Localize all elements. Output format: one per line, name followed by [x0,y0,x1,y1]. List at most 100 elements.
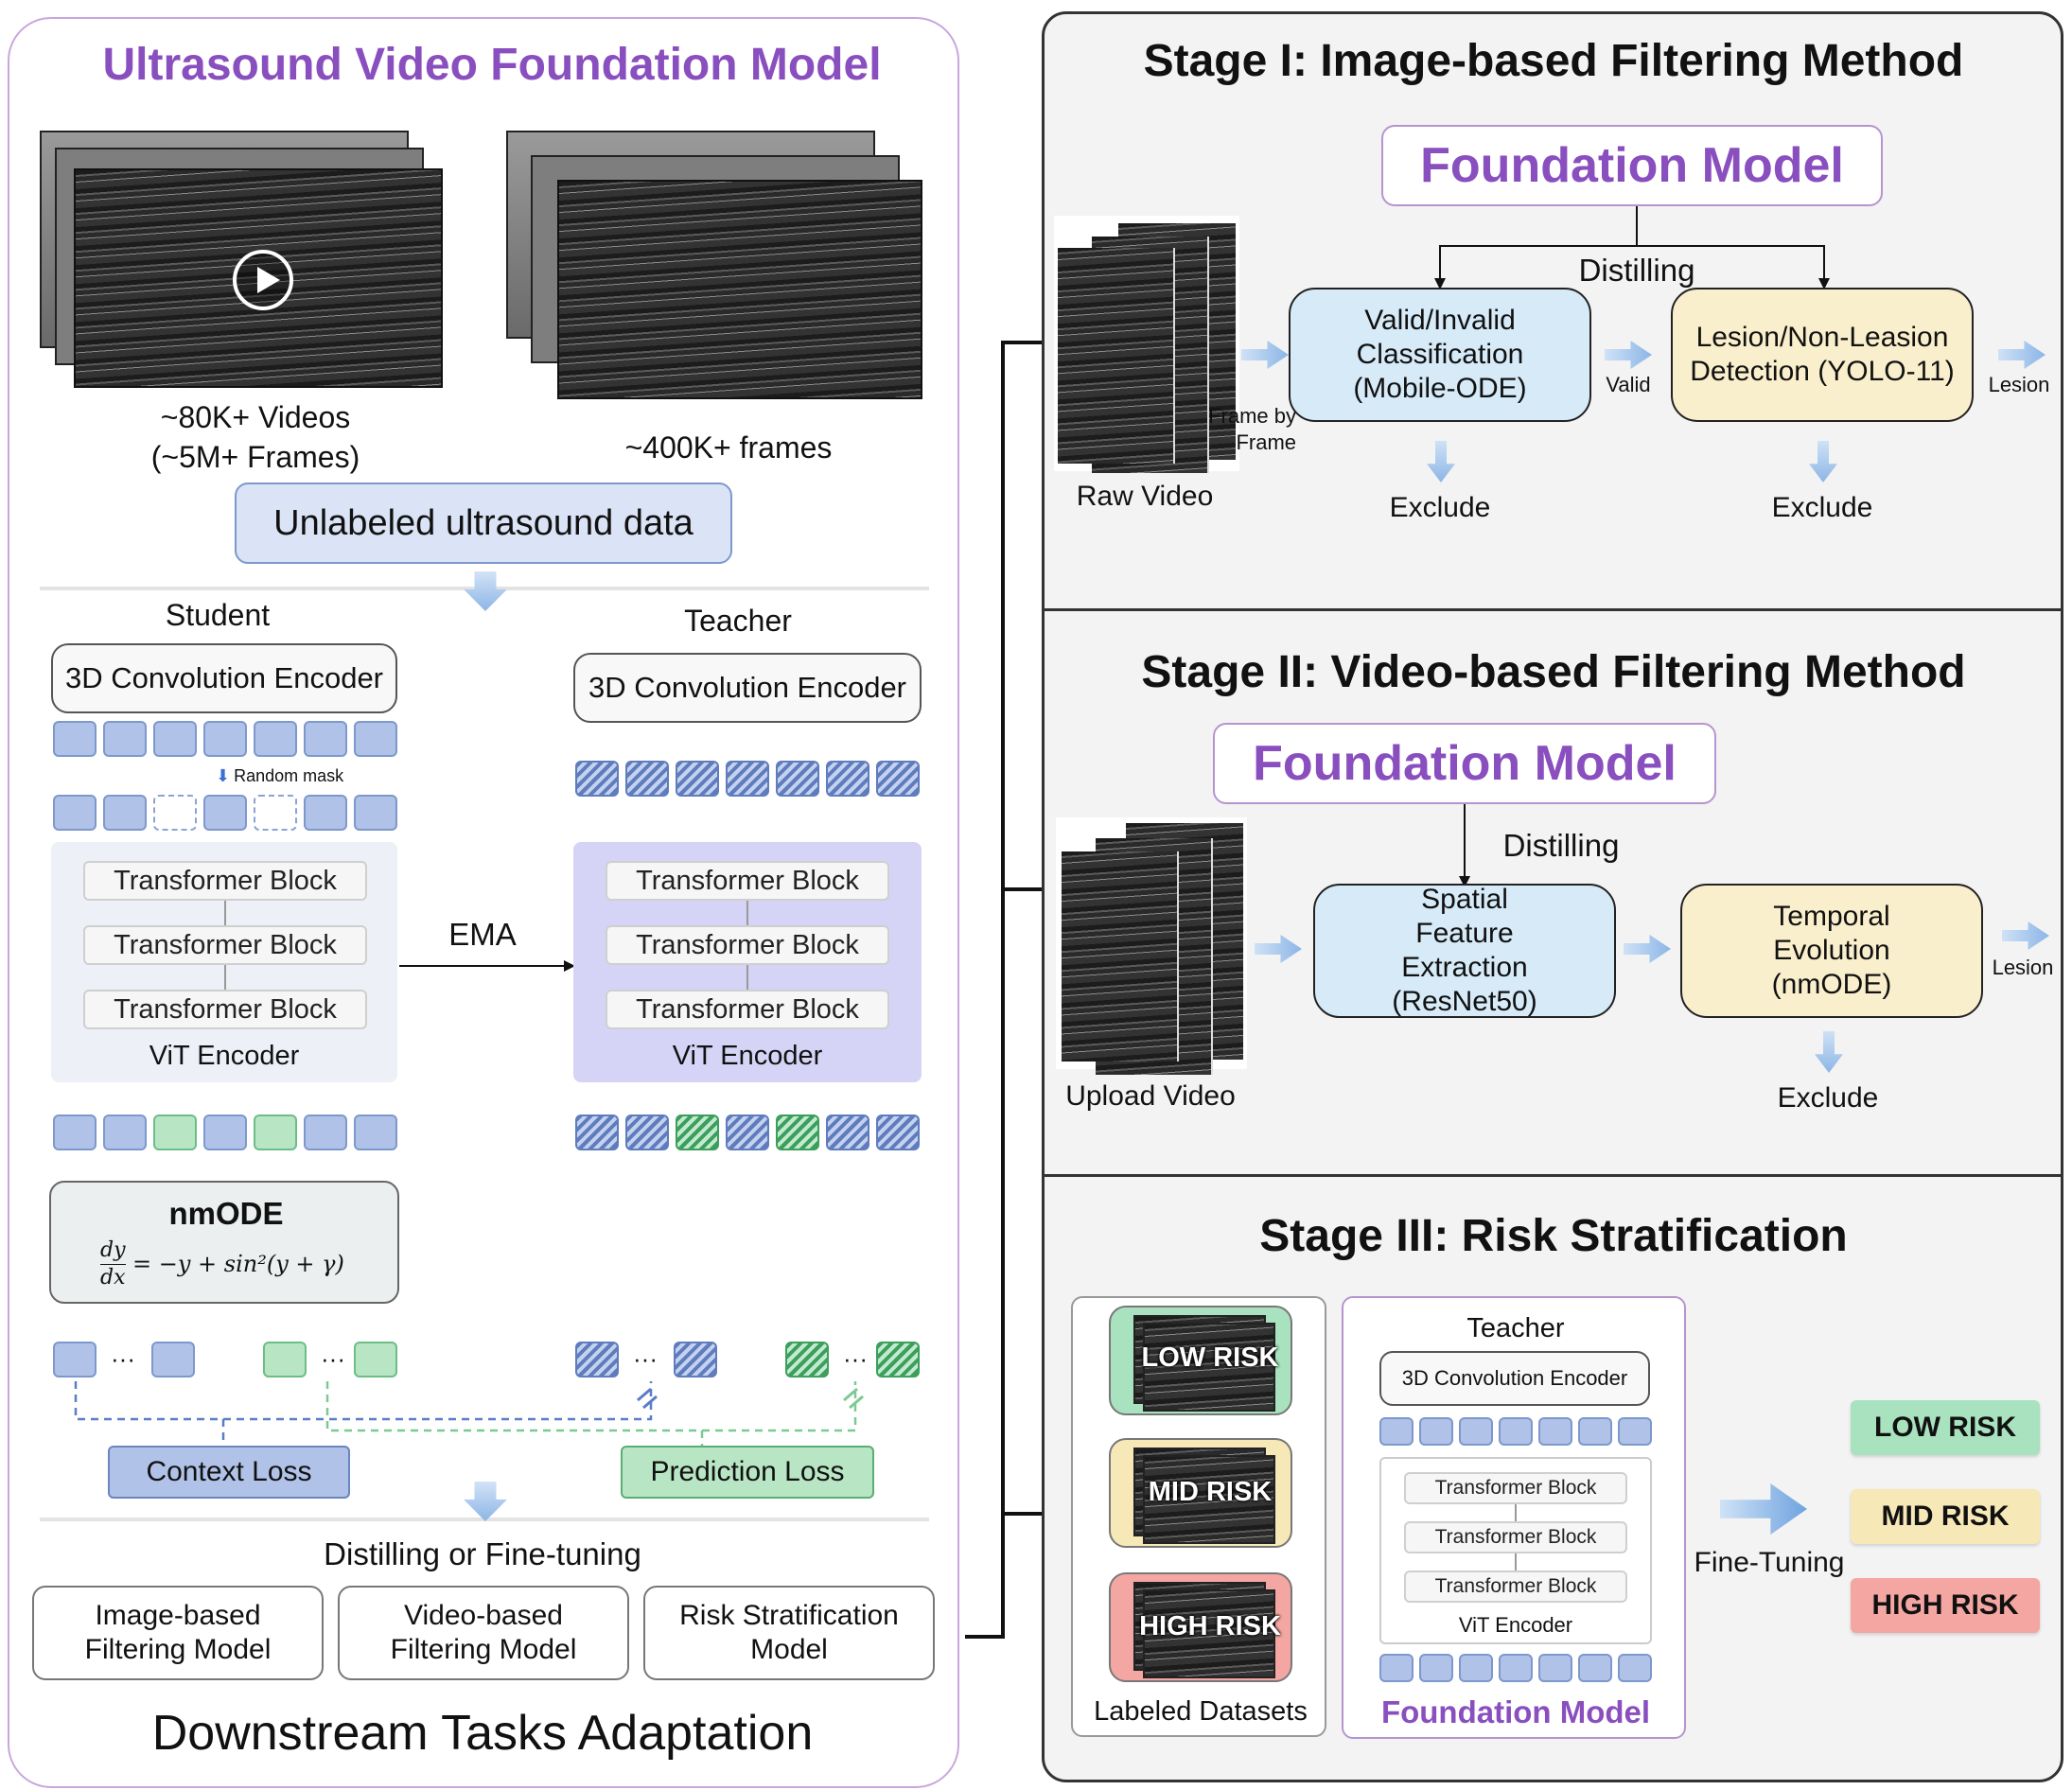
valid-label: Valid [1606,373,1651,396]
raw-video-label: Raw Video [1076,481,1214,512]
ema-label: EMA [448,917,517,952]
stage3-transformer-block-1: Transformer Block [1404,1472,1627,1504]
high-risk-card: HIGH RISK [1109,1572,1292,1682]
temporal-evolution-box: Temporal Evolution (nmODE) [1680,884,1983,1018]
context-loss-box: Context Loss [108,1446,350,1499]
ellipsis: ··· [111,1343,135,1373]
raw-video-image [1054,216,1239,473]
stage1-title: Stage I: Image-based Filtering Method [1143,35,1964,86]
stage3-vit-encoder: Transformer Block Transformer Block Tran… [1379,1457,1652,1644]
stage3-vit-label: ViT Encoder [1458,1613,1573,1637]
pred-token-end [354,1342,397,1378]
teacher-vit-label: ViT Encoder [672,1040,823,1071]
loss-connectors [74,1381,864,1446]
upload-video-label: Upload Video [1065,1080,1236,1112]
fine-tuning-label: Fine-Tuning [1694,1547,1845,1578]
teacher-conv-encoder: 3D Convolution Encoder [573,653,922,723]
exclude-label: Exclude [1389,492,1491,523]
play-icon [233,250,293,310]
random-mask-label: ⬇Random mask [216,766,344,785]
teacher-label: Teacher [684,603,792,638]
student-output-tokens [53,1114,397,1150]
stage3-transformer-block-2: Transformer Block [1404,1521,1627,1553]
stage-connector [965,333,1060,1639]
student-tokens [53,721,397,757]
frames-caption: ~400K+ frames [624,430,833,465]
task-risk-stratification: Risk Stratification Model [643,1586,935,1680]
frame-stack-image [506,131,922,405]
student-vit-label: ViT Encoder [149,1040,300,1071]
stage3-conv-encoder: 3D Convolution Encoder [1379,1351,1650,1406]
teacher-context-token-end [674,1342,717,1378]
high-risk-label: HIGH RISK [1139,1610,1281,1641]
unlabeled-data-box: Unlabeled ultrasound data [235,483,732,564]
distill-caption: Distilling or Fine-tuning [324,1536,641,1571]
mid-risk-label: MID RISK [1148,1476,1273,1507]
stage-divider [1045,1174,2061,1177]
upload-video-image [1056,817,1247,1075]
left-title: Ultrasound Video Foundation Model [102,39,882,90]
teacher-tokens [575,761,920,797]
stage3-teacher-label: Teacher [1466,1312,1565,1343]
low-risk-card: LOW RISK [1109,1306,1292,1415]
stage3-title: Stage III: Risk Stratification [1259,1210,1848,1261]
stage3-foundation-label: Foundation Model [1380,1694,1651,1729]
stage2-foundation-box: Foundation Model [1213,723,1716,804]
teacher-pred-token-end [876,1342,920,1378]
student-transformer-block-2: Transformer Block [83,925,367,965]
output-mid-risk: MID RISK [1851,1489,2040,1544]
lesion-label: Lesion [1988,373,2050,396]
student-transformer-block-3: Transformer Block [83,990,367,1029]
context-token-start [53,1342,97,1378]
nmode-title: nmODE [168,1196,284,1231]
exclude-label: Exclude [1771,492,1873,523]
ellipsis: ··· [633,1343,658,1373]
ema-arrow [399,965,566,967]
stage1-distilling: Distilling [1578,253,1695,288]
stage3-transformer-block-3: Transformer Block [1404,1571,1627,1603]
teacher-output-tokens [575,1114,920,1150]
output-high-risk: HIGH RISK [1851,1578,2040,1633]
videos-caption-1: ~80K+ Videos [160,399,351,434]
distill-arrow [1464,804,1466,876]
stage1-distill-arrows [1434,206,1830,290]
teacher-transformer-block-2: Transformer Block [606,925,889,965]
valid-classification-box: Valid/Invalid Classification (Mobile-ODE… [1289,288,1591,422]
labeled-datasets-box: LOW RISK MID RISK HIGH RISK Labeled Data… [1071,1296,1326,1737]
pred-token-start [263,1342,307,1378]
nmode-box: nmODE dy dx = −y + sin²(y + γ) [49,1181,399,1304]
stage3-tokens-top [1379,1417,1652,1446]
stage3-tokens-bottom [1379,1654,1652,1682]
student-label: Student [165,597,271,632]
stage2-title: Stage II: Video-based Filtering Method [1141,646,1966,697]
lesion-detection-box: Lesion/Non-Leasion Detection (YOLO-11) [1671,288,1974,422]
nmode-formula: = −y + sin²(y + γ) [132,1251,344,1277]
ellipsis: ··· [321,1343,345,1373]
spatial-feature-box: Spatial Feature Extraction (ResNet50) [1313,884,1616,1018]
ellipsis: ··· [843,1343,868,1373]
labeled-datasets-label: Labeled Datasets [1094,1695,1308,1727]
exclude-label: Exclude [1777,1082,1879,1114]
stage-divider [1045,608,2061,611]
stage2-distilling: Distilling [1502,828,1620,863]
masked-tokens [53,795,397,831]
teacher-transformer-block-1: Transformer Block [606,861,889,901]
task-video-filtering: Video-based Filtering Model [338,1586,629,1680]
mid-risk-card: MID RISK [1109,1438,1292,1548]
low-risk-label: LOW RISK [1141,1342,1279,1373]
output-low-risk: LOW RISK [1851,1400,2040,1455]
teacher-pred-token-start [785,1342,829,1378]
video-stack-image [40,131,443,388]
prediction-loss-box: Prediction Loss [621,1446,874,1499]
stage3-foundation-box: Teacher 3D Convolution Encoder Transform… [1342,1296,1686,1739]
lesion-label: Lesion [1992,956,2054,979]
teacher-vit-encoder: Transformer Block Transformer Block Tran… [573,842,922,1082]
nmode-formula-fraction: dy dx [100,1238,126,1290]
stage1-foundation-box: Foundation Model [1381,125,1883,206]
task-image-filtering: Image-based Filtering Model [32,1586,324,1680]
student-transformer-block-1: Transformer Block [83,861,367,901]
downstream-title: Downstream Tasks Adaptation [151,1706,814,1761]
videos-caption-2: (~5M+ Frames) [150,439,360,474]
student-vit-encoder: Transformer Block Transformer Block Tran… [51,842,397,1082]
